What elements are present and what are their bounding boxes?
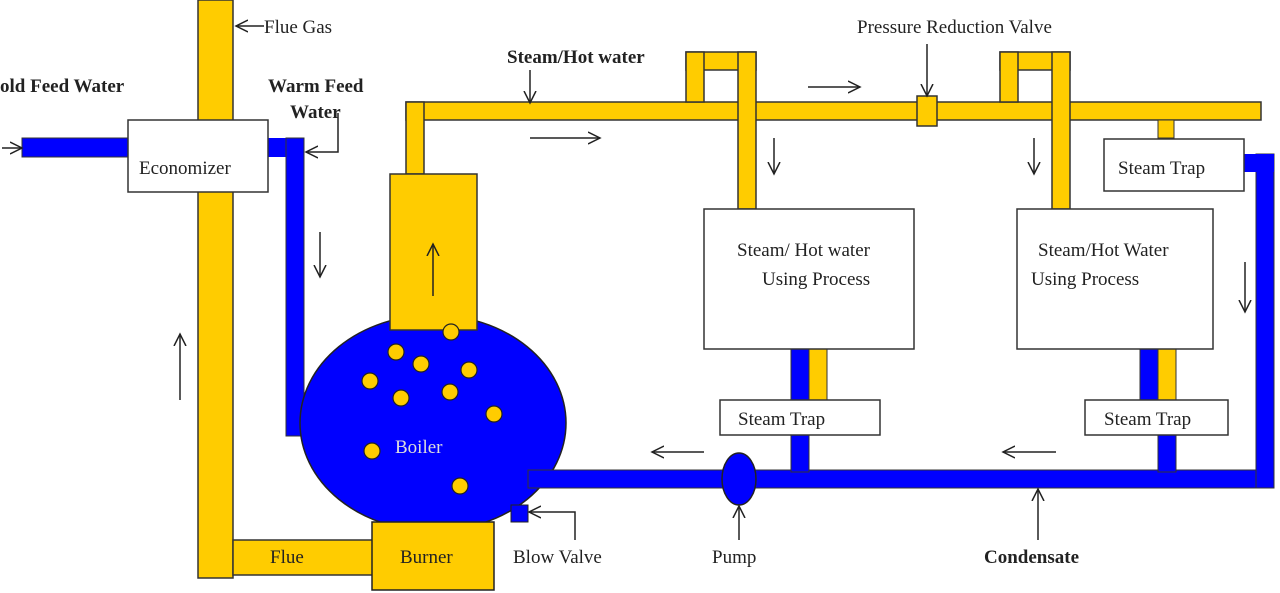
label-process-1-line2: Using Process xyxy=(762,269,870,290)
blow-valve xyxy=(510,504,529,523)
label-flue-gas: Flue Gas xyxy=(264,17,332,38)
label-process-1-line1: Steam/ Hot water xyxy=(737,240,871,261)
steam-header-pipe xyxy=(405,51,1262,210)
arrow-icon xyxy=(306,113,339,152)
flue-gas-stack xyxy=(197,0,374,579)
label-boiler: Boiler xyxy=(395,437,443,458)
label-steam-trap-top: Steam Trap xyxy=(1118,158,1205,179)
label-blow-valve: Blow Valve xyxy=(513,547,602,568)
label-pump: Pump xyxy=(712,547,756,568)
label-burner: Burner xyxy=(400,547,453,568)
condensate-pipe xyxy=(527,153,1275,489)
label-warm-feed-water-1: Warm Feed xyxy=(268,76,364,97)
label-pressure-reduction-valve: Pressure Reduction Valve xyxy=(857,17,1052,38)
label-steam-trap-2: Steam Trap xyxy=(1104,409,1191,430)
warm-feed-water-pipe xyxy=(268,137,305,437)
label-cold-feed-water: old Feed Water xyxy=(0,76,125,97)
pressure-reduction-valve xyxy=(916,95,938,127)
label-economizer: Economizer xyxy=(139,158,231,179)
label-process-2-line1: Steam/Hot Water xyxy=(1038,240,1169,261)
steam-trap-top xyxy=(1103,138,1245,192)
label-process-2-line2: Using Process xyxy=(1031,269,1139,290)
arrow-icon xyxy=(529,512,576,540)
burner xyxy=(371,521,495,591)
label-steam-hot-water: Steam/Hot water xyxy=(507,47,645,68)
economizer xyxy=(127,119,269,193)
steam-bubbles xyxy=(361,323,503,495)
steam-trap-1 xyxy=(719,399,881,436)
cold-feed-water-pipe xyxy=(21,137,129,158)
label-steam-trap-1: Steam Trap xyxy=(738,409,825,430)
boiler xyxy=(299,173,567,532)
flow-arrows xyxy=(2,26,1245,540)
pump xyxy=(721,452,757,506)
label-flue: Flue xyxy=(270,547,304,568)
label-warm-feed-water-2: Water xyxy=(290,102,341,123)
steam-trap-2 xyxy=(1084,399,1229,436)
process-box-1 xyxy=(703,208,915,350)
process-box-2 xyxy=(1016,208,1214,350)
label-condensate: Condensate xyxy=(984,547,1079,568)
